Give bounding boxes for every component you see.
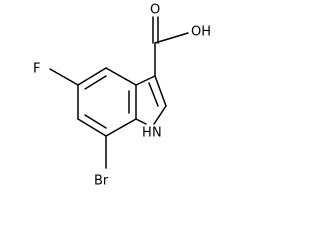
bond-n1-c7a xyxy=(135,118,147,125)
hydroxyl-label: OH xyxy=(191,25,211,40)
chemical-structure-diagram: F Br H N O OH xyxy=(33,3,211,189)
bond-c3-c2 xyxy=(154,75,167,107)
ring-nitrogen-label: H xyxy=(142,126,152,141)
bond-c3a-c4 xyxy=(105,67,137,86)
bromine-label: Br xyxy=(94,174,109,189)
nitrogen-hydrogen-label: N xyxy=(152,126,162,141)
double-bond-c3-c2-inner xyxy=(148,82,159,107)
bond-c6-c7 xyxy=(77,118,107,137)
carbonyl-oxygen-label: O xyxy=(150,3,160,18)
bond-c4-c5 xyxy=(77,67,107,86)
bond-carboxyl-c-oh xyxy=(154,32,189,44)
bond-c5-fluorine xyxy=(49,68,79,86)
double-bond-c4-c5-inner xyxy=(84,75,107,90)
bond-c7-c7a xyxy=(105,118,137,137)
bond-c2-n1 xyxy=(153,105,167,125)
double-bond-c6-c7-inner xyxy=(84,114,107,129)
bond-c3a-c3 xyxy=(135,75,156,86)
fluorine-label: F xyxy=(33,62,40,77)
